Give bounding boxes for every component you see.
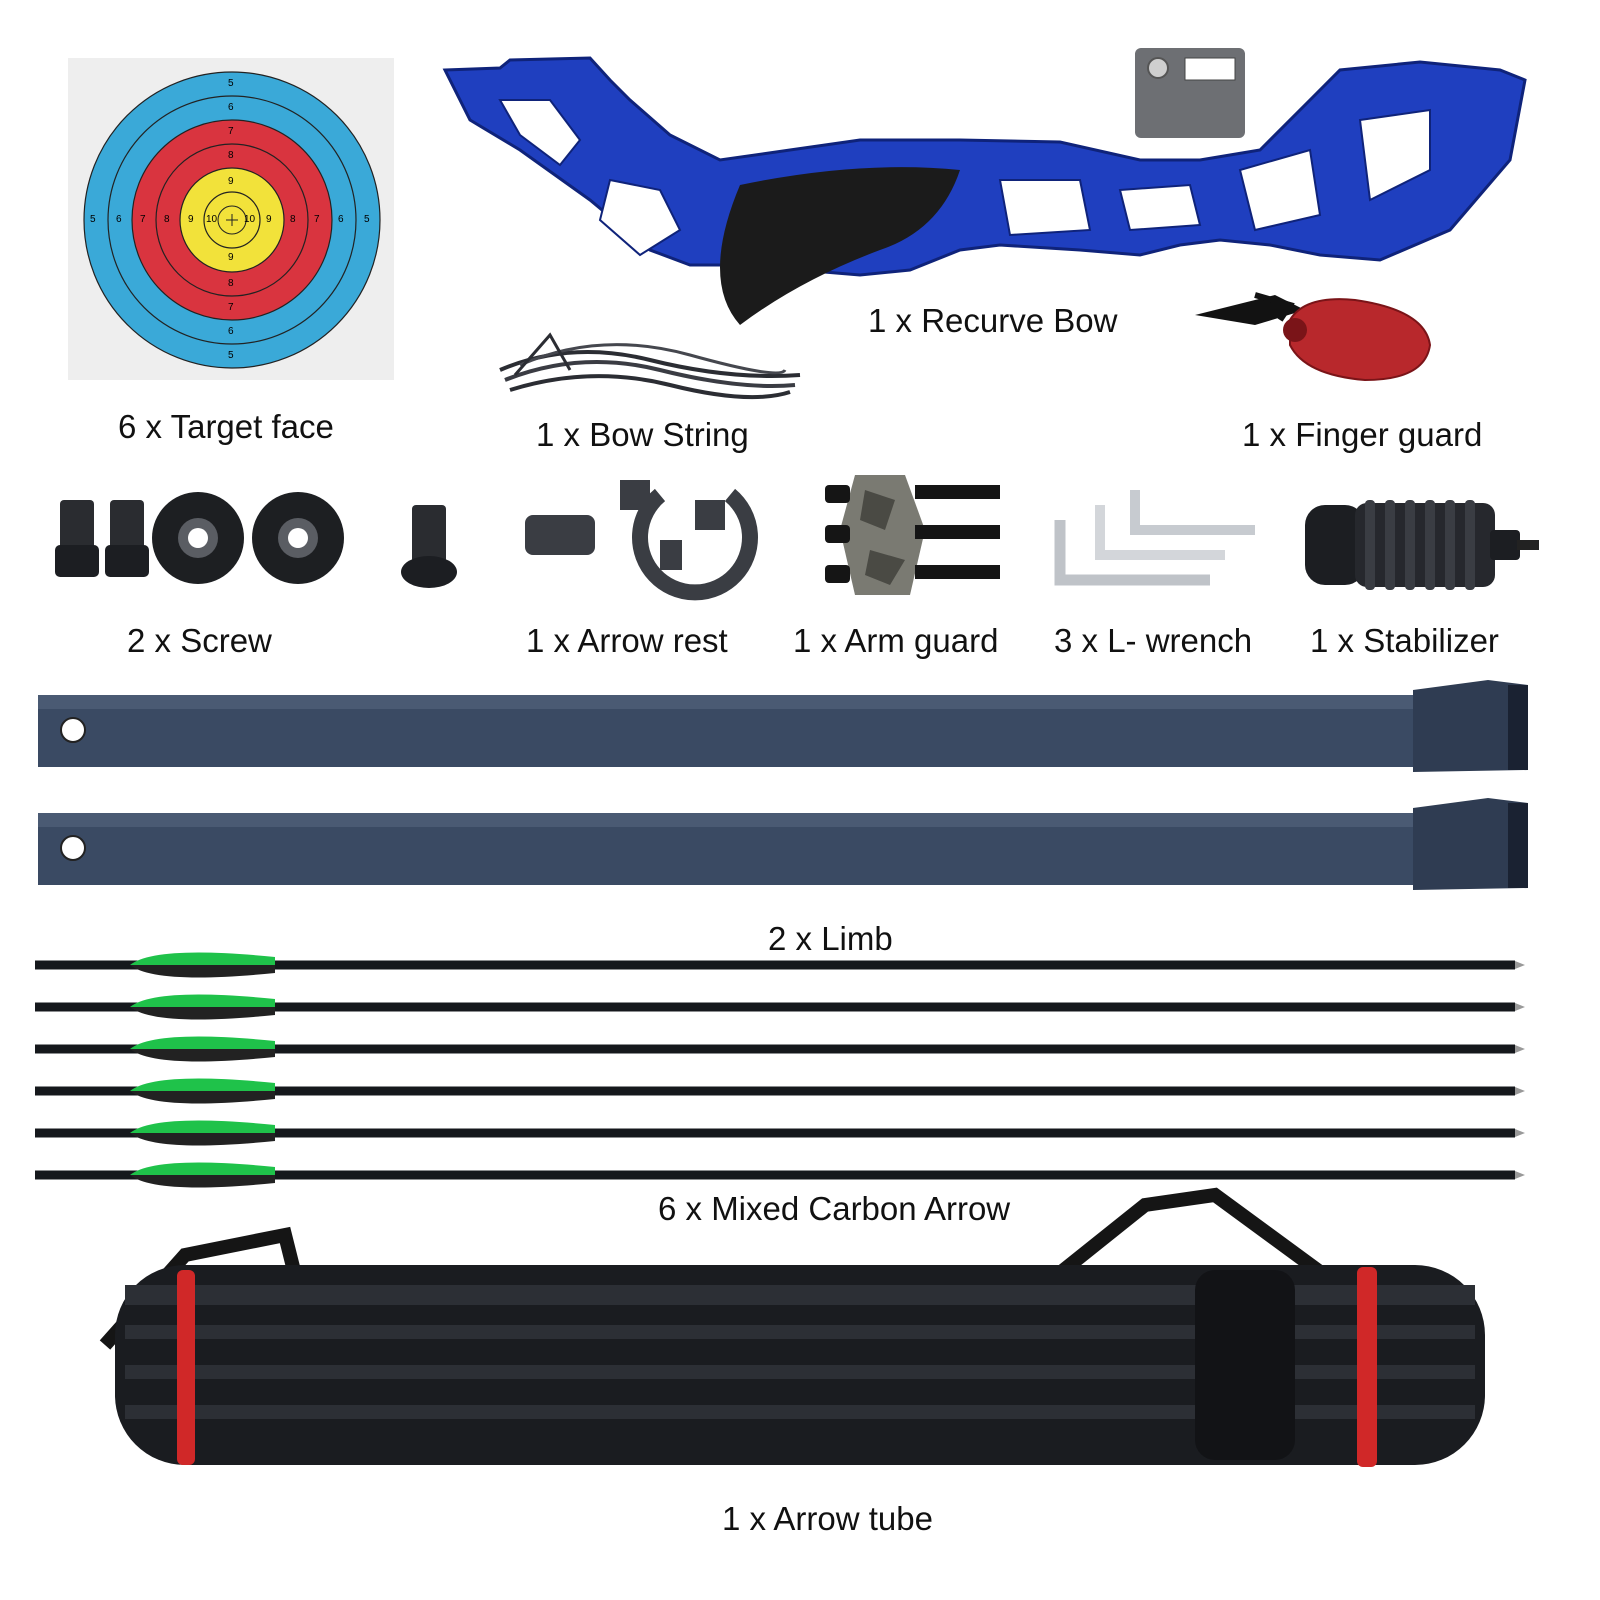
stabilizer bbox=[1305, 500, 1539, 590]
arrow-rest bbox=[525, 480, 758, 601]
target-score: 6 bbox=[228, 326, 234, 337]
target-score: 8 bbox=[228, 150, 234, 161]
screw-label: 2 x Screw bbox=[127, 622, 272, 659]
rubber-washer bbox=[152, 492, 344, 584]
target-score: 8 bbox=[290, 214, 296, 225]
target-score: 7 bbox=[314, 214, 320, 225]
carbon-arrow bbox=[35, 952, 1525, 978]
carbon-arrow bbox=[35, 994, 1525, 1020]
stabilizer-label: 1 x Stabilizer bbox=[1310, 622, 1499, 659]
target-score: 8 bbox=[228, 278, 234, 289]
target-score: 5 bbox=[228, 78, 234, 89]
target-face-image: 5 6 7 8 9 10 10 5 6 7 8 9 9 8 7 6 5 9 8 … bbox=[68, 58, 394, 380]
target-score: 6 bbox=[116, 214, 122, 225]
carbon-arrow bbox=[35, 1120, 1525, 1146]
target-face-label: 6 x Target face bbox=[118, 408, 334, 445]
target-score: 7 bbox=[140, 214, 146, 225]
target-score: 9 bbox=[266, 214, 272, 225]
archery-target-icon bbox=[83, 71, 381, 369]
arrows-label: 6 x Mixed Carbon Arrow bbox=[658, 1190, 1011, 1227]
carbon-arrow-set bbox=[35, 952, 1525, 1188]
target-score: 8 bbox=[164, 214, 170, 225]
bow-string-label: 1 x Bow String bbox=[536, 416, 749, 453]
arrow-tube-label: 1 x Arrow tube bbox=[722, 1500, 933, 1537]
carbon-arrow bbox=[35, 1162, 1525, 1188]
recurve-bow-label: 1 x Recurve Bow bbox=[868, 302, 1118, 339]
target-score: 7 bbox=[228, 126, 234, 137]
arrow-rest-label: 1 x Arrow rest bbox=[526, 622, 728, 659]
target-score: 6 bbox=[228, 102, 234, 113]
target-score: 9 bbox=[228, 252, 234, 263]
target-score: 5 bbox=[90, 214, 96, 225]
target-score: 7 bbox=[228, 302, 234, 313]
target-score: 9 bbox=[228, 176, 234, 187]
target-score: 10 bbox=[244, 214, 256, 225]
recurve-bow-riser bbox=[442, 48, 1527, 325]
finger-tab bbox=[1195, 292, 1432, 382]
hex-screw bbox=[55, 500, 149, 577]
target-score: 6 bbox=[338, 214, 344, 225]
bow-limb bbox=[38, 680, 1528, 772]
arrow-tube-quiver bbox=[99, 1187, 1485, 1467]
carbon-arrow bbox=[35, 1078, 1525, 1104]
carbon-arrow bbox=[35, 1036, 1525, 1062]
target-score: 9 bbox=[188, 214, 194, 225]
allen-key bbox=[1054, 490, 1255, 586]
target-score: 5 bbox=[228, 350, 234, 361]
hex-screw bbox=[401, 505, 457, 588]
target-score: 10 bbox=[206, 214, 218, 225]
bow-limb bbox=[38, 798, 1528, 890]
target-score: 5 bbox=[364, 214, 370, 225]
l-wrench-label: 3 x L- wrench bbox=[1054, 622, 1253, 659]
arm-guard bbox=[825, 475, 1000, 595]
finger-guard-label: 1 x Finger guard bbox=[1242, 416, 1483, 453]
bow-string-coil bbox=[499, 332, 801, 400]
arm-guard-label: 1 x Arm guard bbox=[793, 622, 999, 659]
limb-label: 2 x Limb bbox=[768, 920, 893, 957]
